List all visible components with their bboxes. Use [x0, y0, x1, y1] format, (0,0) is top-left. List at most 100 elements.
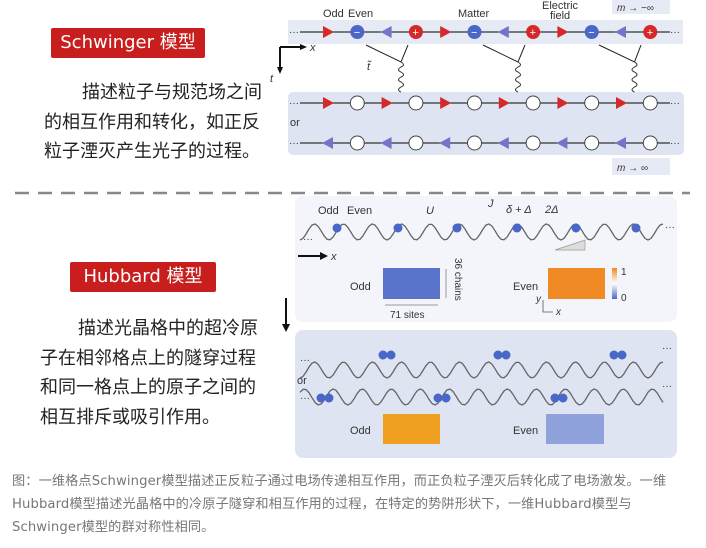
- desc-line: 的相互作用和转化，如正反: [44, 111, 260, 133]
- label-even: Even: [347, 205, 372, 217]
- label-even: Even: [348, 8, 373, 20]
- label-U: U: [426, 205, 434, 217]
- atom-icon: [631, 223, 641, 233]
- field-left-icon: [439, 137, 451, 149]
- label-odd-final: Odd: [350, 425, 371, 437]
- even-density-image: [548, 268, 605, 299]
- charge-sign: −: [588, 27, 594, 39]
- field-right-icon: [498, 97, 510, 109]
- dots: ···: [670, 138, 680, 149]
- dots: ···: [289, 138, 299, 149]
- empty-site-icon: [349, 135, 365, 151]
- schwinger-description: 描述粒子与规范场之间 的相互作用和转化，如正反 粒子湮灭产生光子的过程。: [44, 78, 262, 167]
- annihilation-vertex: [365, 44, 409, 63]
- atom-icon: [324, 393, 334, 403]
- photon-wavy-line: [398, 61, 404, 93]
- empty-site-icon: [584, 95, 600, 111]
- label-m-top: m → −∞: [617, 3, 654, 14]
- label-2delta: 2Δ: [544, 204, 559, 216]
- empty-site-icon: [467, 95, 482, 111]
- atom-icon: [386, 350, 396, 360]
- label-or: or: [297, 375, 307, 387]
- label-odd: Odd: [318, 205, 339, 217]
- field-left-icon: [556, 137, 568, 149]
- field-right-icon: [323, 97, 334, 109]
- hubbard-description: 描述光晶格中的超冷原 子在相邻格点上的隧穿过程 和同一格点上的原子之间的 相互排…: [40, 314, 258, 432]
- label-delta: δ + Δ: [506, 204, 532, 216]
- atom-icon: [441, 393, 451, 403]
- axis-x-label: x: [330, 251, 337, 263]
- charge-sign: +: [412, 27, 418, 39]
- empty-site-icon: [467, 135, 482, 151]
- atom-icon: [501, 350, 511, 360]
- atom-icon: [550, 393, 560, 403]
- desc-line: 相互排斥或吸引作用。: [40, 406, 220, 428]
- atom-icon: [617, 350, 627, 360]
- electron-icon: [584, 25, 599, 39]
- atom-icon: [452, 223, 462, 233]
- dots: ···: [303, 234, 313, 245]
- label-odd-density: Odd: [350, 281, 371, 293]
- charge-sign: −: [471, 27, 477, 39]
- hubbard-lattice: ··················: [299, 222, 675, 406]
- even-final-image: [546, 414, 604, 444]
- atom-icon: [393, 223, 403, 233]
- dots: ···: [289, 27, 299, 38]
- charge-sign: −: [354, 27, 360, 39]
- atom-icon: [609, 350, 619, 360]
- m-bottom-box: [612, 158, 670, 175]
- dots: ···: [670, 27, 680, 38]
- desc-line: 粒子湮灭产生光子的过程。: [44, 141, 260, 162]
- field-right-icon: [616, 97, 627, 109]
- axes-xt: x t: [270, 42, 316, 85]
- yx-axes: [542, 300, 553, 313]
- field-right-icon: [381, 97, 393, 109]
- positron-icon: [408, 25, 423, 39]
- desc-line: 子在相邻格点上的隧穿过程: [40, 347, 256, 369]
- field-left-icon: [380, 137, 392, 149]
- field-right-icon: [440, 26, 452, 38]
- label-sites: 71 sites: [390, 310, 424, 321]
- electron-icon: [350, 25, 365, 39]
- dots: ···: [670, 98, 680, 109]
- label-chains: 36 chains: [452, 258, 463, 301]
- label-odd: Odd: [323, 8, 344, 20]
- desc-line: 描述光晶格中的超冷原: [78, 318, 258, 339]
- colorbar-min: 0: [621, 293, 627, 304]
- atom-icon: [332, 223, 342, 233]
- label-even-final: Even: [513, 425, 538, 437]
- optical-lattice-potential: [299, 388, 664, 406]
- dots: ···: [665, 222, 675, 233]
- empty-site-icon: [408, 95, 424, 111]
- colorbar-max: 1: [621, 267, 627, 278]
- label-electric: Electric: [542, 0, 579, 12]
- label-or: or: [290, 117, 300, 129]
- photon-wavy-line: [631, 61, 638, 93]
- time-arrow: [282, 298, 290, 332]
- charge-sign: +: [647, 27, 653, 39]
- desc-line: 描述粒子与规范场之间: [82, 82, 262, 103]
- empty-site-icon: [525, 95, 541, 111]
- empty-site-icon: [349, 95, 365, 111]
- empty-site-icon: [642, 95, 658, 111]
- dots: ···: [300, 355, 310, 366]
- atom-icon: [512, 223, 522, 233]
- positron-icon: [643, 25, 658, 39]
- field-right-icon: [440, 97, 452, 109]
- field-right-icon: [557, 97, 569, 109]
- field-left-icon: [615, 137, 626, 149]
- atom-icon: [316, 393, 326, 403]
- figure-caption: 图：一维格点Schwinger模型描述正反粒子通过电场传递相互作用，而正负粒子湮…: [12, 474, 667, 535]
- atom-icon: [571, 223, 581, 233]
- axis-x-label-small: x: [555, 307, 562, 318]
- label-J: J: [487, 198, 494, 210]
- m-top-box: [612, 0, 670, 14]
- charge-sign: +: [530, 27, 536, 39]
- annihilation-vertex: [598, 44, 642, 63]
- atom-icon: [493, 350, 503, 360]
- dots: ···: [662, 381, 672, 392]
- empty-site-icon: [408, 135, 424, 151]
- schwinger-title: Schwinger 模型: [51, 28, 205, 58]
- hubbard-final-panel: [295, 330, 677, 458]
